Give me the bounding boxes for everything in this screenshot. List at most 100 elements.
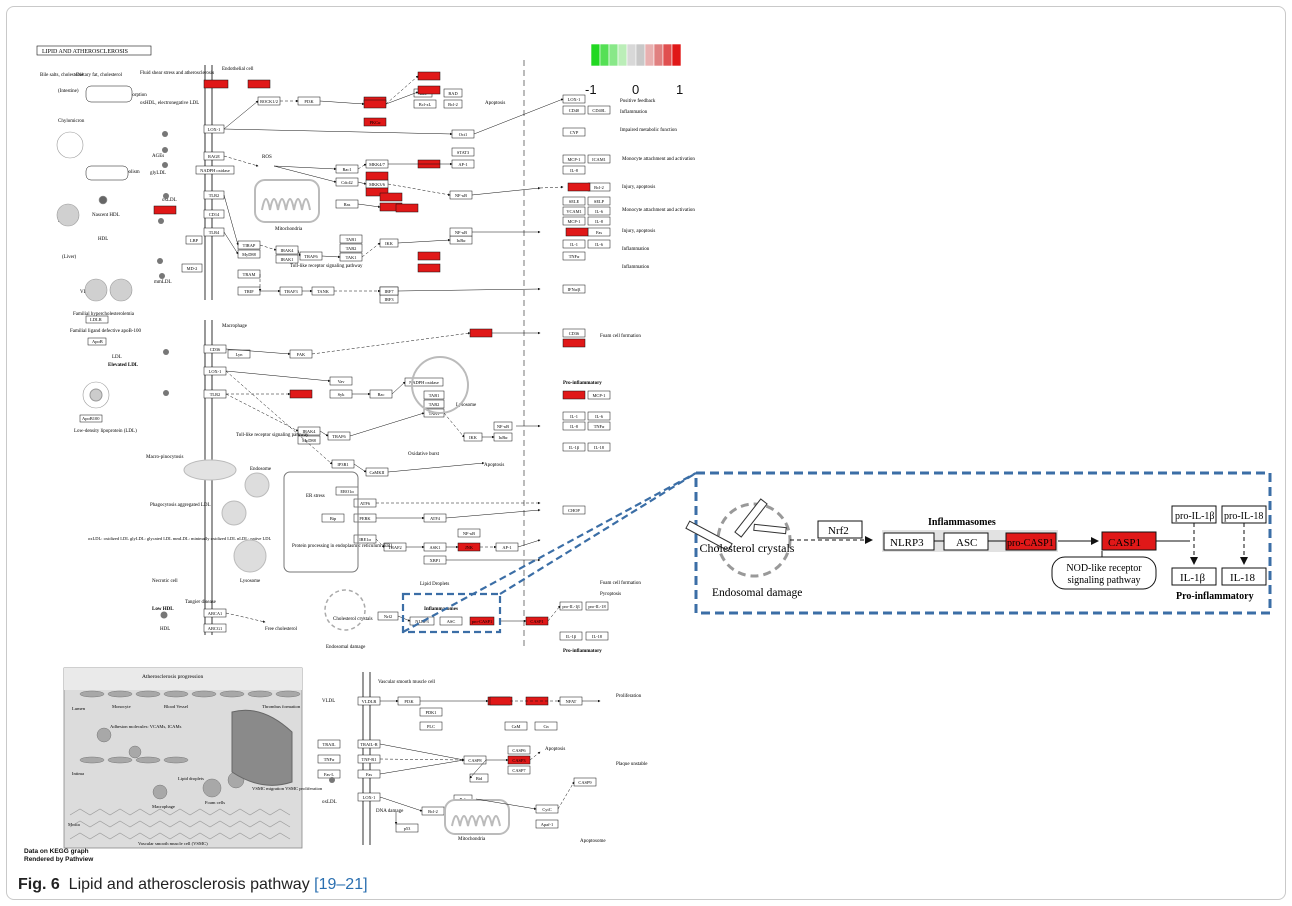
svg-text:TRAM: TRAM [243,272,256,277]
svg-text:NFAT: NFAT [566,699,577,704]
gene-chop: CHOP [562,505,586,515]
svg-text:FAK: FAK [297,352,306,357]
zoom-il1b: IL-1β [1180,572,1206,584]
gene-jnk: JNK [457,542,481,552]
svg-text:TAK1: TAK1 [429,411,440,416]
svg-text:ABCG1: ABCG1 [208,626,222,631]
zoom-nlrp3: NLRP3 [890,537,924,549]
svg-text:Bcl-2: Bcl-2 [594,185,604,190]
gene-lox1: LOX-1 [203,124,225,134]
svg-text:LOX-1: LOX-1 [209,369,222,374]
gene-stat3: STAT3 [451,147,475,157]
gene-nfkb: NF-κB [493,421,513,431]
pathway-edge [297,249,301,257]
svg-text:TNFα: TNFα [594,424,605,429]
svg-text:Lyn: Lyn [236,352,244,357]
svg-text:RAGE: RAGE [208,154,220,159]
pathway-edge [259,244,277,251]
svg-text:Lipid Droplets: Lipid Droplets [420,582,449,587]
pathway-edge [379,743,465,761]
svg-text:Macrophage: Macrophage [152,804,175,809]
gene-cytc: CytC [535,804,559,814]
pathway-edge [379,759,465,775]
svg-text:CaMKII: CaMKII [370,470,385,475]
gene-tirap: TIRAP [237,240,261,250]
gene-casp8: CASP8 [463,755,487,765]
gene-irak1: IRAK1 [275,254,299,264]
svg-text:Positive feedback: Positive feedback [620,99,656,104]
gene-bcl2: Bcl-2 [587,182,611,192]
svg-text:CASP1: CASP1 [530,619,543,624]
highlighted-gene [567,182,591,192]
caption-label: Fig. 6 [18,876,60,893]
caption-refs[interactable]: [19–21] [314,876,368,893]
pathway-edge [475,798,537,810]
svg-text:MKK4/7: MKK4/7 [369,162,386,167]
gene-tak1: TAK1 [339,252,363,262]
svg-text:ERO1α: ERO1α [340,489,354,494]
svg-text:TRAF2: TRAF2 [388,545,401,550]
pathway-edge [385,75,419,105]
svg-text:TRAF3: TRAF3 [284,289,298,294]
svg-text:IL-1: IL-1 [570,242,578,247]
svg-text:STAT3: STAT3 [457,150,470,155]
gene-ap1: AP-1 [451,159,475,169]
svg-text:oxLDL: oxLDL [322,800,337,805]
svg-text:TAK1: TAK1 [346,255,357,260]
highlighted-gene [379,192,403,202]
svg-text:DNA damage: DNA damage [376,809,404,814]
svg-text:Nascent HDL: Nascent HDL [92,213,120,218]
gene-casp6: CASP6 [507,745,531,755]
gene-casp7: CASP7 [507,765,531,775]
svg-text:mmLDL: mmLDL [154,280,172,285]
svg-text:Cholesterol crystals: Cholesterol crystals [333,617,373,622]
svg-text:CD40L: CD40L [592,108,605,113]
legend-min-label: -1 [585,82,597,97]
svg-text:Fas: Fas [596,230,602,235]
gene-il8: IL-8 [562,165,586,175]
svg-text:TAB1: TAB1 [429,393,440,398]
svg-text:Bcl-2: Bcl-2 [428,809,438,814]
pathway-edge [357,203,381,208]
caption-text: Lipid and atherosclerosis pathway [68,876,310,893]
svg-text:Pro-inflammatory: Pro-inflammatory [563,649,602,654]
svg-text:(Intestine): (Intestine) [58,89,79,94]
svg-text:CaM: CaM [512,724,521,729]
svg-text:Monocyte: Monocyte [112,704,131,709]
gene-cyp: CYP [562,127,586,137]
gene-atf4: ATF4 [423,513,447,523]
svg-text:IL-1: IL-1 [570,414,578,419]
svg-text:oxLDL: oxidized LDL glyLDL: g: oxLDL: oxidized LDL glyLDL: glycated LDL… [88,536,271,541]
gene-tab2: TAB2 [423,399,445,409]
svg-text:Apoptosis: Apoptosis [545,747,565,752]
svg-text:CASP7: CASP7 [512,768,526,773]
gene-rac1: Rac1 [335,164,359,174]
highlighted-gene [203,79,229,89]
gene-tlr4: TLR4 [203,227,225,237]
zoom-proil1b: pro-IL-1β [1175,511,1215,522]
svg-text:Fluid shear stress and atheros: Fluid shear stress and atherosclerosis [140,71,214,76]
svg-text:Low HDL: Low HDL [152,607,174,612]
gene-ap1: AP-1 [495,542,519,552]
gene-pdk1: PDK1 [419,707,443,717]
svg-text:CHOP: CHOP [568,508,580,513]
pathway-edge [385,91,419,105]
svg-text:SELE: SELE [569,199,580,204]
gene-rock: ROCK1/2 [257,96,281,106]
svg-text:IL-8: IL-8 [570,168,579,173]
gene-ikba: IκBα [449,235,473,245]
gene-nadph: NADPH oxidase [195,165,235,175]
gene-xbp1: XBP1 [423,555,447,565]
gene-ikba: IκBα [493,432,513,442]
gene-tank: TANK [311,286,335,296]
highlighted-gene [417,263,441,273]
svg-text:Foam cell formation: Foam cell formation [600,334,641,339]
gene-mkk47: MKK4/7 [365,159,389,169]
svg-text:IRE1α: IRE1α [359,537,371,542]
gene-cd40: CD40 [562,105,586,115]
gene-traf3: TRAF3 [279,286,303,296]
svg-text:PLC: PLC [427,724,435,729]
gene-il18: IL-18 [587,442,611,452]
svg-text:ATF4: ATF4 [430,516,441,521]
svg-text:MKK3/6: MKK3/6 [369,182,386,187]
